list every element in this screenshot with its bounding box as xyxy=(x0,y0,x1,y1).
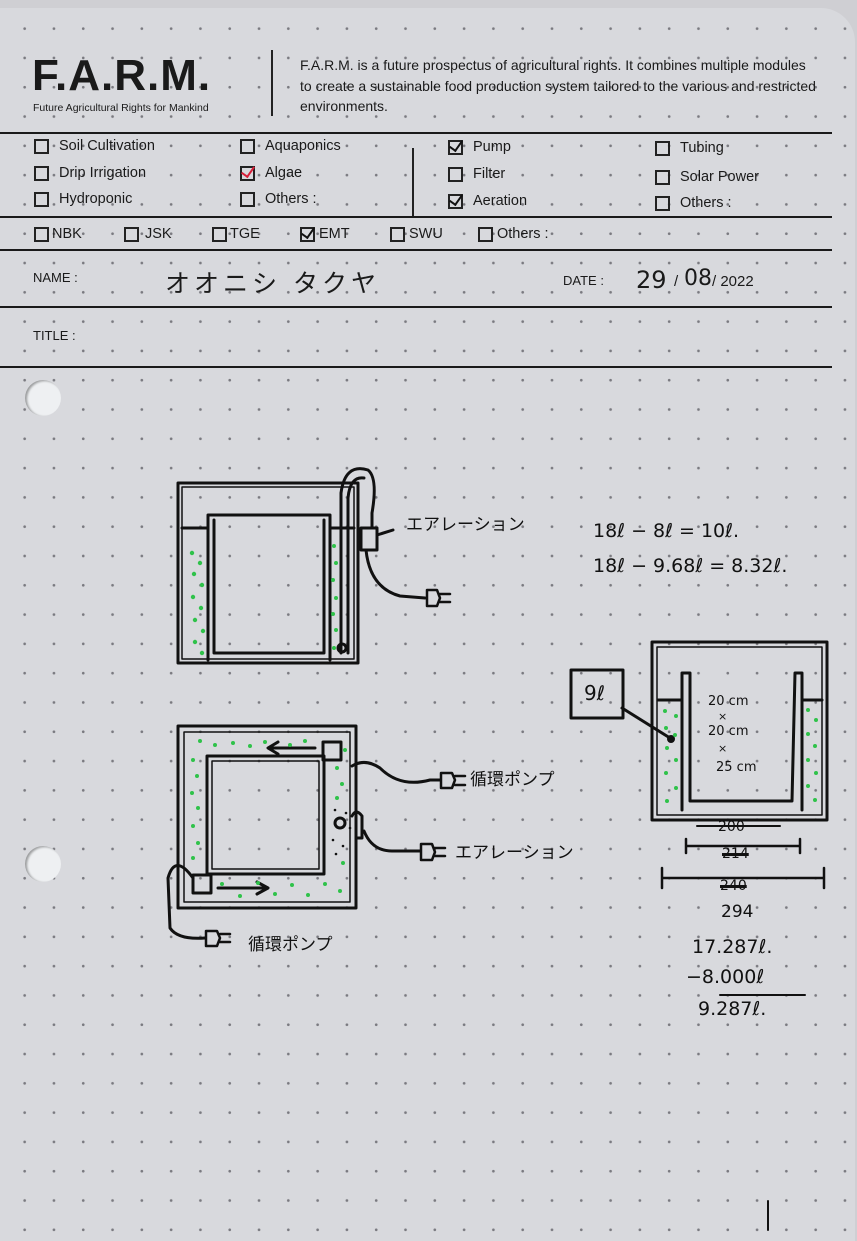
calc-line-1: 18ℓ − 8ℓ = 10ℓ. xyxy=(593,520,740,542)
checkbox-label: SWU xyxy=(409,226,443,242)
dim-times-b: × xyxy=(718,742,728,755)
rule-2 xyxy=(0,216,832,218)
dim-outer-struck: 240 xyxy=(720,878,747,894)
checkbox-box[interactable] xyxy=(34,191,49,207)
label-aeration-1: エアレーション xyxy=(406,515,525,535)
rule-4 xyxy=(0,306,832,308)
name-label: NAME : xyxy=(33,270,78,285)
rule-1 xyxy=(0,132,832,134)
label-circulation-pump-bottom: 循環ポンプ xyxy=(248,935,333,955)
checkbox-algae[interactable]: Algae xyxy=(240,165,302,181)
checkbox-hydroponic[interactable]: Hydroponic xyxy=(34,191,132,207)
checkbox-box-checked[interactable] xyxy=(448,139,463,155)
checkbox-box[interactable] xyxy=(124,226,139,242)
checkbox-label: Others : xyxy=(265,191,317,207)
checkbox-solar-power[interactable]: Solar Power xyxy=(655,169,759,185)
checkbox-tge[interactable]: TGE xyxy=(212,226,260,242)
checkbox-others-group[interactable]: Others : xyxy=(478,226,549,242)
notebook-page: F.A.R.M. Future Agricultural Rights for … xyxy=(0,8,855,1241)
checkbox-box-checked[interactable] xyxy=(448,193,463,209)
diagram-circulation-top-view xyxy=(166,724,467,948)
title-label: TITLE : xyxy=(33,328,76,343)
punch-hole-bottom xyxy=(25,846,61,882)
checkbox-pump[interactable]: Pump xyxy=(448,139,511,155)
diagram-cross-section xyxy=(569,640,829,996)
checkbox-filter[interactable]: Filter xyxy=(448,166,505,182)
calc-sum-a: 17.287ℓ. xyxy=(692,936,773,958)
dim-inner-struck: 214 xyxy=(722,846,749,862)
checkbox-soil-cultivation[interactable]: Soil Cultivation xyxy=(34,138,155,154)
dim-20cm-a: 20 cm xyxy=(708,694,749,709)
dim-inner-200: 200 xyxy=(718,819,745,835)
checkbox-box[interactable] xyxy=(655,140,670,156)
checkbox-box[interactable] xyxy=(655,195,670,211)
rule-5 xyxy=(0,366,832,368)
checkbox-box[interactable] xyxy=(34,165,49,181)
header-description: F.A.R.M. is a future prospectus of agric… xyxy=(300,57,816,114)
checkbox-box[interactable] xyxy=(240,138,255,154)
checkbox-swu[interactable]: SWU xyxy=(390,226,443,242)
diagram-aeration-side-view xyxy=(176,467,452,665)
checkbox-box[interactable] xyxy=(34,138,49,154)
checkbox-others-right[interactable]: Others : xyxy=(655,195,732,211)
calc-sum-b: −8.000ℓ xyxy=(686,966,765,988)
farm-logo: F.A.R.M. xyxy=(32,51,212,100)
checkbox-label: Tubing xyxy=(680,140,724,156)
checkbox-drip-irrigation[interactable]: Drip Irrigation xyxy=(34,165,146,181)
checkbox-label: Soil Cultivation xyxy=(59,138,155,154)
checkbox-box[interactable] xyxy=(390,226,405,242)
checkbox-box-checked[interactable] xyxy=(240,165,255,181)
rule-3 xyxy=(0,249,832,251)
checkbox-label: Solar Power xyxy=(680,169,759,185)
checkbox-label: Drip Irrigation xyxy=(59,165,147,181)
checkbox-aquaponics[interactable]: Aquaponics xyxy=(240,138,341,154)
checkbox-label: Filter xyxy=(473,166,506,182)
checkbox-label: Aquaponics xyxy=(265,138,341,154)
checkbox-label: NBK xyxy=(52,226,82,242)
date-year: / 2022 xyxy=(712,273,754,290)
date-label: DATE : xyxy=(563,273,604,288)
checkbox-label: Pump xyxy=(473,139,511,155)
label-circulation-pump-top: 循環ポンプ xyxy=(470,770,555,790)
checkbox-nbk[interactable]: NBK xyxy=(34,226,82,242)
dim-times-a: × xyxy=(718,710,728,723)
calc-line-2: 18ℓ − 9.68ℓ = 8.32ℓ. xyxy=(593,555,788,577)
date-day[interactable]: 29 xyxy=(636,266,667,294)
sketch-drawings xyxy=(166,467,829,1231)
callout-9l: 9ℓ xyxy=(584,681,605,705)
checkbox-box[interactable] xyxy=(448,166,463,182)
checkbox-label: EMT xyxy=(319,226,350,242)
checkbox-box[interactable] xyxy=(655,169,670,185)
checkbox-label: Hydroponic xyxy=(59,191,133,207)
dim-20cm-b: 20 cm xyxy=(708,724,749,739)
label-aeration-2: エアレーション xyxy=(455,843,574,863)
checkbox-emt[interactable]: EMT xyxy=(300,226,350,242)
dim-outer-294: 294 xyxy=(721,902,754,922)
modules-divider xyxy=(412,148,414,216)
checkbox-label: JSK xyxy=(145,226,172,242)
date-month[interactable]: 08 xyxy=(684,266,712,291)
checkbox-tubing[interactable]: Tubing xyxy=(655,140,724,156)
punch-hole-top xyxy=(25,380,61,416)
checkbox-box-checked[interactable] xyxy=(300,226,315,242)
dim-25cm: 25 cm xyxy=(716,760,757,775)
header-divider xyxy=(271,50,273,116)
name-value[interactable]: オオニシ タクヤ xyxy=(165,269,380,298)
logo-subtitle: Future Agricultural Rights for Mankind xyxy=(33,102,209,114)
checkbox-label: Others : xyxy=(497,226,549,242)
checkbox-jsk[interactable]: JSK xyxy=(124,226,172,242)
checkbox-box[interactable] xyxy=(240,191,255,207)
date-separator: / xyxy=(674,273,679,290)
checkbox-box[interactable] xyxy=(478,226,493,242)
checkbox-label: Others : xyxy=(680,195,732,211)
checkbox-box[interactable] xyxy=(212,226,227,242)
checkbox-box[interactable] xyxy=(34,226,49,242)
checkbox-others-left[interactable]: Others : xyxy=(240,191,317,207)
checkbox-aeration[interactable]: Aeration xyxy=(448,193,527,209)
checkbox-label: Algae xyxy=(265,165,303,181)
checkbox-label: Aeration xyxy=(473,193,528,209)
checkbox-label: TGE xyxy=(230,226,260,242)
calc-sum-result: 9.287ℓ. xyxy=(698,998,767,1020)
